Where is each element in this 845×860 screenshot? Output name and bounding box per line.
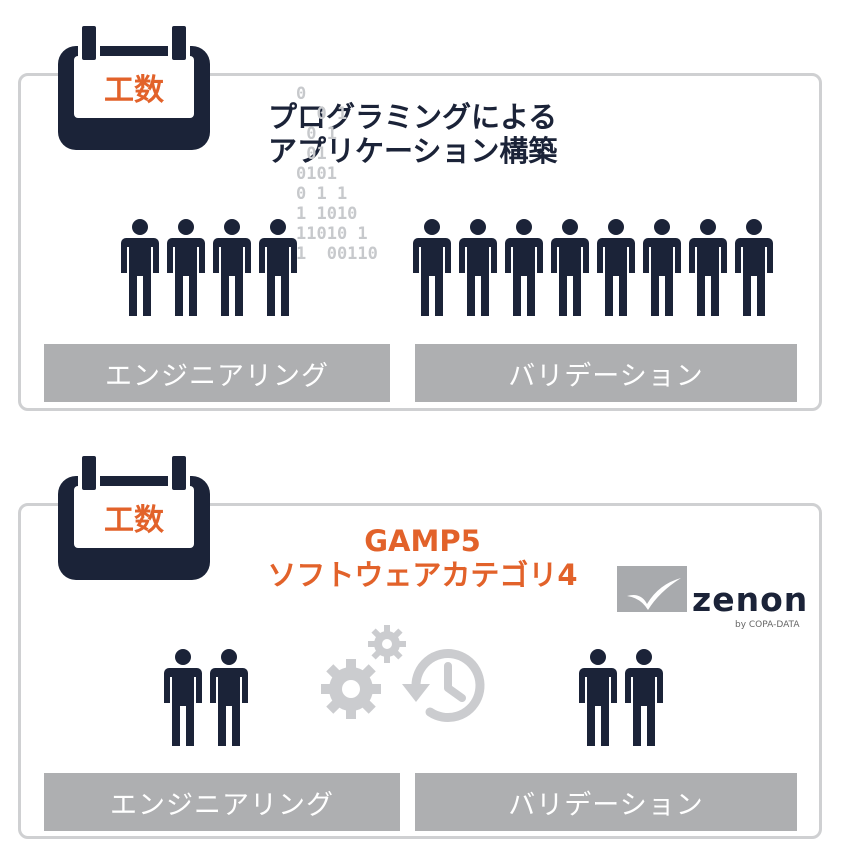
person-icon	[166, 218, 206, 318]
top-right-people	[412, 218, 774, 318]
zenon-logo: zenon by COPA-DATA	[617, 562, 822, 632]
person-icon	[163, 648, 203, 748]
bottom-right-people	[578, 648, 664, 748]
history-icon	[402, 649, 485, 723]
top-left-people	[120, 218, 298, 318]
zenon-byline: by COPA-DATA	[735, 620, 800, 630]
calendar-label: 工数	[104, 503, 164, 538]
top-title-line1: プログラミングによる	[268, 100, 558, 134]
top-title: プログラミングによる アプリケーション構築	[268, 100, 557, 168]
bottom-engineering-bar: エンジニアリング	[44, 773, 400, 831]
person-icon	[578, 648, 618, 748]
person-icon	[550, 218, 590, 318]
person-icon	[624, 648, 664, 748]
person-icon	[212, 218, 252, 318]
calendar-label: 工数	[104, 73, 164, 108]
bottom-title-line2: ソフトウェアカテゴリ4	[267, 558, 578, 592]
person-icon	[734, 218, 774, 318]
bottom-title: GAMP5 ソフトウェアカテゴリ4	[265, 524, 580, 592]
gear-icon	[321, 659, 381, 719]
bottom-validation-bar: バリデーション	[415, 773, 797, 831]
bottom-left-people	[163, 648, 249, 748]
person-icon	[209, 648, 249, 748]
person-icon	[504, 218, 544, 318]
zenon-wordmark: zenon	[692, 580, 809, 619]
person-icon	[642, 218, 682, 318]
zenon-emblem-icon	[617, 566, 687, 612]
binary-digits: 0 0 1 0 1 01 0101 0 1 1 1 1010 11010 1 1…	[296, 84, 378, 264]
person-icon	[458, 218, 498, 318]
top-validation-bar: バリデーション	[415, 344, 797, 402]
person-icon	[120, 218, 160, 318]
person-icon	[412, 218, 452, 318]
bottom-title-line1: GAMP5	[364, 524, 481, 558]
person-icon	[258, 218, 298, 318]
gear-small-icon	[368, 625, 406, 663]
calendar-icon: 工数	[58, 452, 210, 580]
person-icon	[688, 218, 728, 318]
calendar-icon: 工数	[58, 22, 210, 150]
top-title-line2: アプリケーション構築	[268, 134, 558, 168]
top-engineering-bar: エンジニアリング	[44, 344, 390, 402]
person-icon	[596, 218, 636, 318]
